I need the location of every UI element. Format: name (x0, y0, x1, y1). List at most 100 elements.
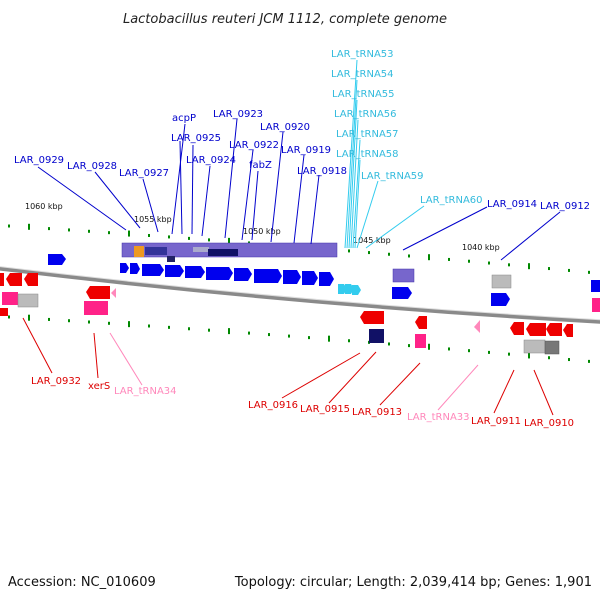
operon-segment-dark[interactable] (145, 247, 167, 255)
gene-arrow-forward[interactable] (48, 254, 66, 265)
scale-tick-minor (548, 267, 550, 271)
scale-tick-minor (188, 327, 190, 331)
gene-arrow-forward[interactable] (254, 269, 282, 283)
gene-arrow-reverse[interactable] (563, 324, 573, 337)
operon-segment-orange[interactable] (134, 246, 144, 257)
gene-arrow-reverse[interactable] (546, 323, 562, 336)
scale-label-1055: 1055 kbp (134, 215, 172, 224)
gene-arrow-reverse[interactable] (86, 286, 110, 299)
gene-arrow-forward[interactable] (206, 267, 233, 280)
gene-arrow-forward[interactable] (165, 265, 184, 277)
gene-label[interactable]: LAR_tRNA55 (332, 89, 395, 100)
gene-label[interactable]: LAR_0918 (297, 166, 347, 177)
scale-tick-minor (248, 331, 250, 335)
gene-arrow-forward[interactable] (185, 266, 205, 278)
gene-label[interactable]: LAR_0912 (540, 201, 590, 212)
gene-arrow-forward[interactable] (302, 271, 318, 285)
gene-box-reverse[interactable] (415, 334, 426, 348)
gene-label[interactable]: LAR_tRNA57 (336, 129, 399, 140)
trna-arrow[interactable] (345, 284, 354, 294)
gene-label[interactable]: LAR_tRNA54 (331, 69, 394, 80)
operon-segment-navy[interactable] (208, 249, 238, 256)
gene-label[interactable]: LAR_0913 (352, 407, 402, 418)
scale-tick-minor (548, 356, 550, 360)
gene-arrow-reverse[interactable] (24, 273, 38, 286)
gene-label[interactable]: LAR_0927 (119, 168, 169, 179)
gene-label[interactable]: LAR_tRNA53 (331, 49, 394, 60)
gene-label[interactable]: LAR_0916 (248, 400, 298, 411)
gene-labels-bottom: LAR_0932 xerS LAR_tRNA34 LAR_0916 LAR_09… (31, 376, 574, 429)
gene-label[interactable]: LAR_0928 (67, 161, 117, 172)
gene-label[interactable]: acpP (172, 113, 196, 124)
gene-arrow-forward[interactable] (130, 263, 140, 274)
gene-label[interactable]: LAR_tRNA56 (334, 109, 397, 120)
gene-label[interactable]: LAR_0923 (213, 109, 263, 120)
gene-box-reverse[interactable] (592, 298, 600, 312)
scale-tick-major (228, 237, 230, 244)
gene-label[interactable]: LAR_0922 (229, 140, 279, 151)
gene-box-forward[interactable] (591, 280, 600, 292)
gene-box-dark[interactable] (369, 329, 384, 343)
gene-label[interactable]: LAR_0914 (487, 199, 537, 210)
scale-tick-major (28, 223, 30, 230)
gene-label[interactable]: LAR_0932 (31, 376, 81, 387)
operon-box[interactable] (392, 268, 415, 283)
scale-tick-minor (568, 268, 570, 272)
gene-arrow-forward[interactable] (491, 293, 510, 306)
gene-arrow-forward[interactable] (392, 287, 412, 299)
scale-tick-minor (508, 352, 510, 356)
gene-arrow-reverse[interactable] (6, 273, 22, 286)
trna-arrow[interactable] (352, 285, 361, 295)
gene-label[interactable]: LAR_tRNA60 (420, 195, 483, 206)
gene-arrow-forward[interactable] (283, 270, 301, 284)
trna-arrow-reverse[interactable] (474, 320, 480, 333)
operon-segment-grey[interactable] (193, 247, 209, 252)
gene-label[interactable]: LAR_tRNA33 (407, 412, 470, 423)
gene-label[interactable]: LAR_0920 (260, 122, 310, 133)
trna-arrow[interactable] (338, 284, 347, 294)
gene-label[interactable]: LAR_0915 (300, 404, 350, 415)
scale-tick-major (128, 230, 130, 237)
gene-label[interactable]: LAR_0911 (471, 416, 521, 427)
scale-tick-minor (488, 261, 490, 265)
gene-arrow-forward[interactable] (234, 268, 252, 281)
gene-box-reverse[interactable] (0, 308, 8, 316)
gene-label[interactable]: LAR_0929 (14, 155, 64, 166)
scale-tick-minor (188, 236, 190, 240)
scale-tick-minor (68, 319, 70, 323)
gene-arrow-reverse[interactable] (510, 322, 524, 335)
gene-arrow-forward[interactable] (142, 264, 164, 276)
gene-label[interactable]: LAR_0924 (186, 155, 236, 166)
gene-arrow-forward[interactable] (319, 272, 334, 286)
gene-labels-top: LAR_tRNA53 LAR_tRNA54 LAR_tRNA55 LAR_tRN… (14, 49, 590, 212)
gene-label[interactable]: LAR_0910 (524, 418, 574, 429)
gene-label[interactable]: LAR_tRNA58 (336, 149, 399, 160)
gene-label[interactable]: LAR_0925 (171, 133, 221, 144)
genome-backbone (0, 266, 600, 324)
gene-label[interactable]: xerS (88, 381, 110, 392)
gene-arrow-reverse[interactable] (526, 323, 546, 336)
gene-box-reverse[interactable] (2, 292, 18, 305)
gene-arrow-forward[interactable] (120, 263, 129, 273)
scale-tick-minor (88, 320, 90, 324)
pseudo-gene-box-dark[interactable] (544, 340, 560, 355)
operon-segment-dark-2[interactable] (167, 256, 175, 262)
gene-label[interactable]: LAR_0919 (281, 145, 331, 156)
pseudo-gene-box[interactable] (17, 293, 39, 308)
reverse-strand-features (0, 273, 600, 355)
pseudo-gene-box[interactable] (491, 274, 512, 289)
pseudo-gene-box[interactable] (523, 339, 546, 354)
scale-tick-minor (308, 336, 310, 340)
gene-arrow-reverse[interactable] (415, 316, 427, 329)
scale-tick-minor (48, 317, 50, 321)
scale-tick-minor (68, 228, 70, 232)
gene-arrow-reverse[interactable] (0, 273, 4, 286)
gene-label[interactable]: LAR_tRNA59 (361, 171, 424, 182)
gene-label[interactable]: LAR_tRNA34 (114, 386, 177, 397)
gene-box-reverse[interactable] (84, 301, 108, 315)
gene-arrow-reverse[interactable] (360, 311, 384, 324)
gene-label[interactable]: fabZ (249, 160, 272, 171)
scale-tick-minor (168, 235, 170, 239)
trna-arrow-reverse[interactable] (111, 288, 116, 298)
scale-tick-minor (48, 227, 50, 231)
